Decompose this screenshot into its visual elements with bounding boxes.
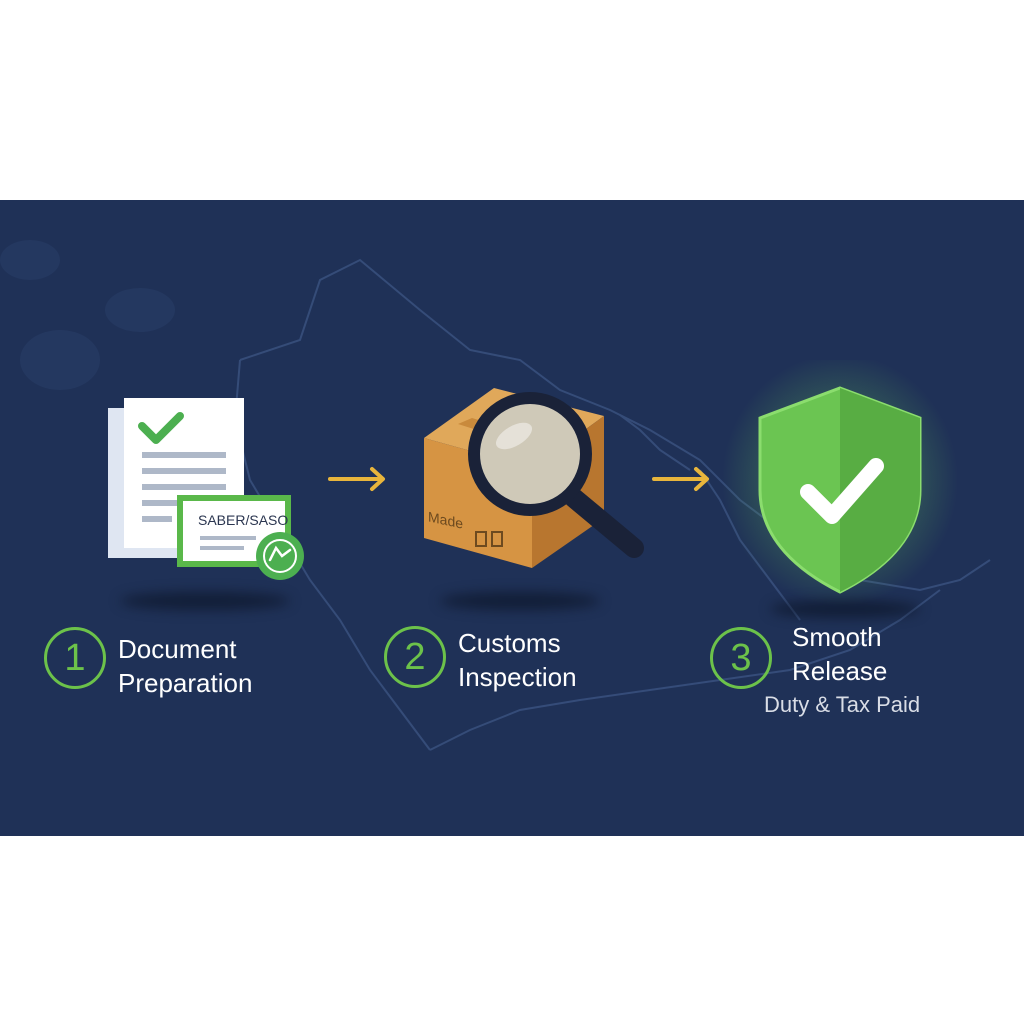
step-title-2-line1: Customs: [458, 628, 561, 658]
step-number-2: 2: [384, 626, 446, 688]
document-certificate-icon: [108, 398, 304, 580]
step2-icon-shadow: [440, 592, 600, 610]
arrow-right-icon-2: [652, 467, 709, 491]
box-magnifier-icon: [424, 388, 644, 568]
step-title-3-line1: Smooth: [792, 622, 882, 652]
arrow-right-icon-1: [328, 467, 385, 491]
step-title-1-line1: Document: [118, 634, 237, 664]
shield-check-icon: [722, 360, 958, 606]
step-number-1: 1: [44, 627, 106, 689]
step-title-2-line2: Inspection: [458, 662, 577, 692]
certificate-label: SABER/SASO: [198, 512, 289, 528]
step-title-3-line2: Release: [792, 656, 888, 686]
step3-icon-shadow: [770, 600, 920, 618]
process-banner: SABER/SASO Made: [0, 200, 1024, 836]
step-subtitle-3: Duty & Tax Paid: [764, 692, 921, 717]
step-number-3: 3: [710, 627, 772, 689]
step-title-1-line2: Preparation: [118, 668, 253, 698]
step-title-1: Document Preparation: [118, 632, 252, 700]
step-title-2: Customs Inspection: [458, 626, 577, 694]
step1-icon-shadow: [120, 592, 290, 610]
step-title-3: Smooth Release: [792, 620, 887, 688]
